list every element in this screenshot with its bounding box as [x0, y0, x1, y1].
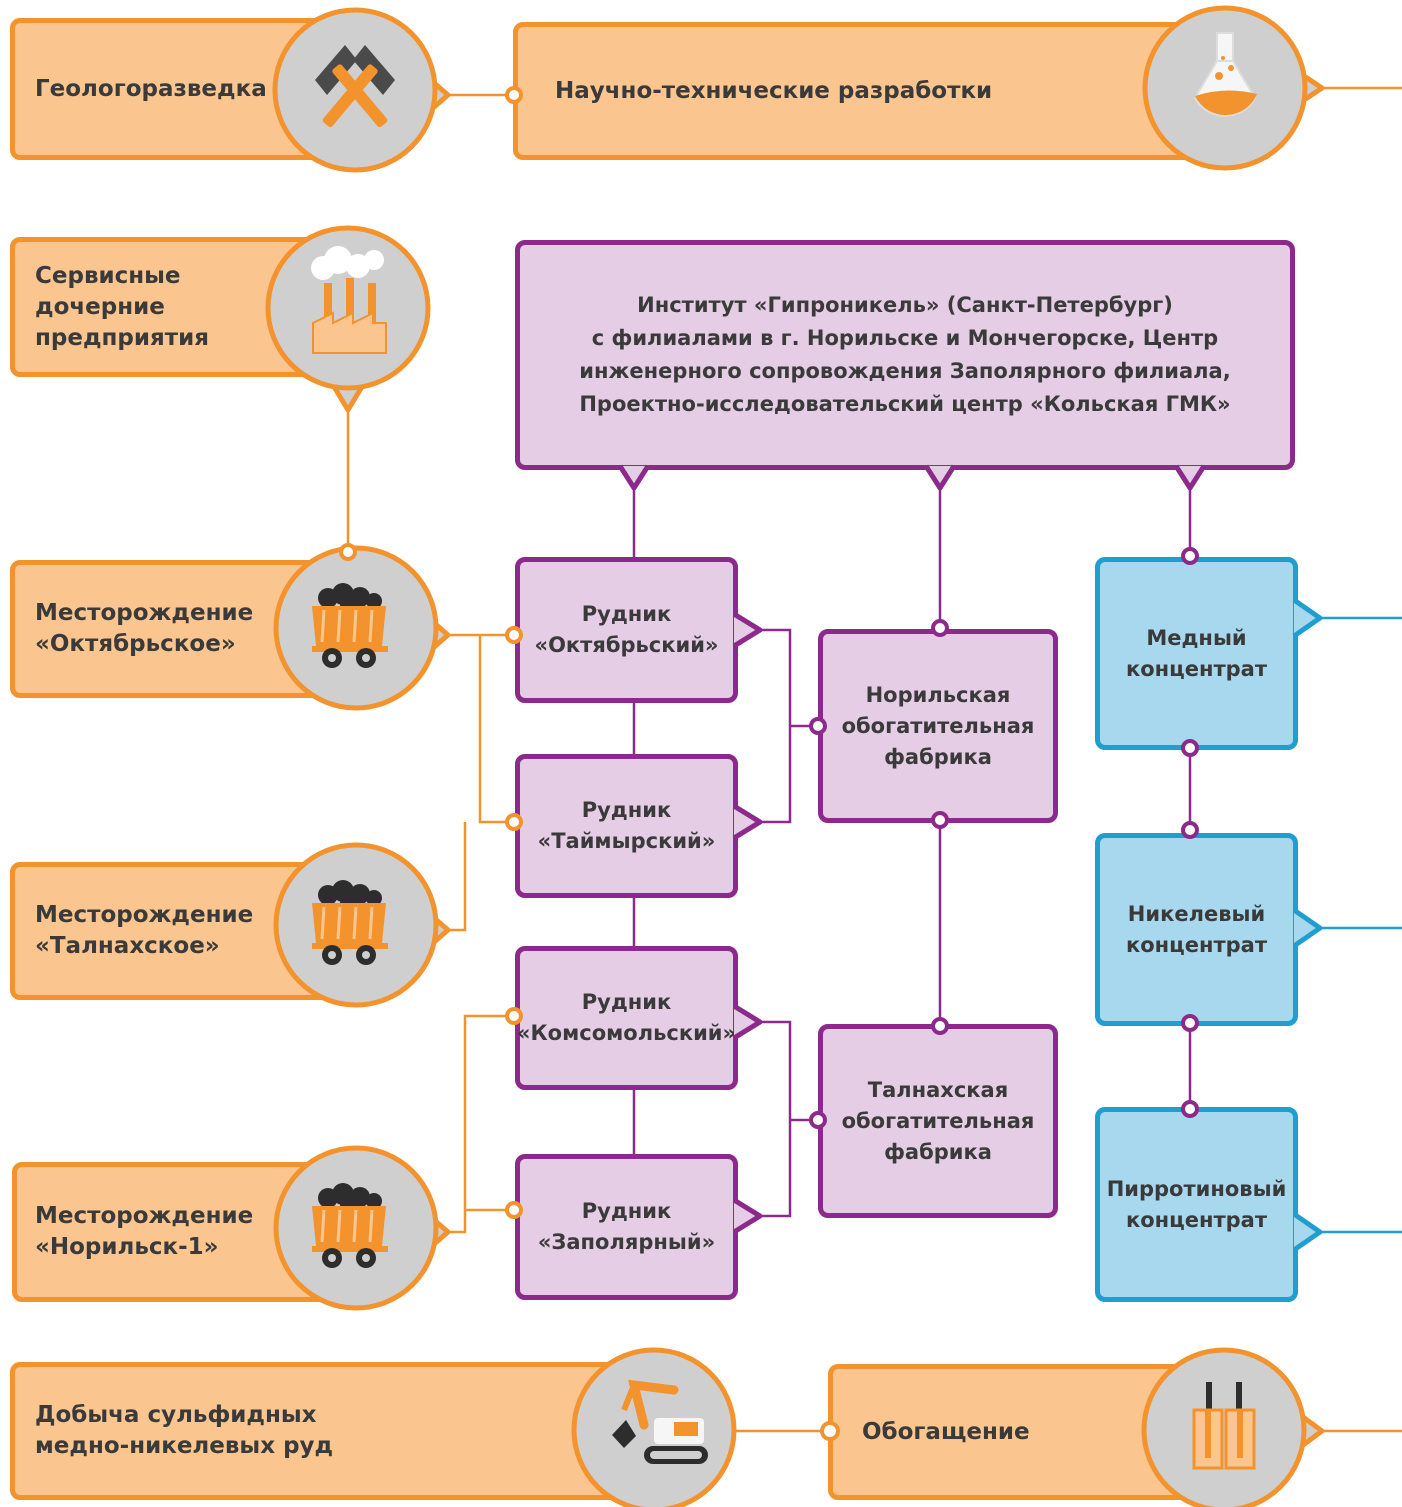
- mine-label-taimyrsky: Рудник «Таймырский»: [537, 798, 716, 853]
- concentrate-box-copper: [1095, 557, 1298, 750]
- deposit-label-oktyabrskoe: Месторождение «Октябрьское»: [35, 600, 254, 657]
- concentrate-label-copper: Медный концентрат: [1125, 625, 1268, 681]
- beneficiation-label: Обогащение: [862, 1418, 1030, 1445]
- plant-box-talnakh: [818, 1024, 1058, 1218]
- concentrate-box-pyrrhotite: [1095, 1107, 1298, 1302]
- mine-label-zapolyarny: Рудник «Заполярный»: [537, 1199, 716, 1254]
- mine-label-oktyabrsky: Рудник «Октябрьский»: [534, 602, 719, 657]
- ore-cart-icon: [312, 583, 388, 668]
- mine-pointer-zapolyarny: [732, 1197, 763, 1235]
- mine-label-komsomolsky: Рудник «Комсомольский»: [516, 990, 737, 1045]
- mine-pointer-oktyabrsky: [732, 611, 763, 649]
- plant-label-norilsk: Норильская обогатительная фабрика: [841, 682, 1035, 769]
- mining-label: Добыча сульфидных медно-никелевых руд: [35, 1402, 334, 1459]
- institute-pointer-left: [617, 464, 651, 491]
- mine-pointer-komsomolsky: [732, 1003, 763, 1041]
- institute-label: Институт «Гипроникель» (Санкт-Петербург)…: [579, 293, 1231, 416]
- hammers-icon: [315, 45, 395, 128]
- institute-box: [515, 240, 1295, 470]
- rnd-label: Научно-технические разработки: [555, 77, 993, 104]
- institute-pointer-right: [1173, 464, 1207, 491]
- institute-pointer-middle: [923, 464, 957, 491]
- mining-box: [10, 1362, 650, 1500]
- ore-cart-icon: [312, 880, 388, 965]
- exploration-label: Геологоразведка: [35, 75, 267, 102]
- concentrate-label-nickel: Никелевый концентрат: [1125, 901, 1268, 957]
- icon-bubble-beneficiation: [1141, 1347, 1325, 1507]
- excavator-icon: [612, 1379, 708, 1464]
- ore-cart-icon: [312, 1183, 388, 1268]
- deposit-label-talnakhskoe: Месторождение «Талнахское»: [35, 902, 254, 959]
- service-label: Сервисные дочерние предприятия: [35, 262, 209, 351]
- factory-icon: [311, 246, 387, 354]
- mine-box-oktyabrsky: [515, 557, 738, 703]
- flask-icon: [1193, 32, 1257, 117]
- deposit-label-norilsk1: Месторождение «Норильск-1»: [35, 1203, 254, 1260]
- plant-label-talnakh: Талнахская обогатительная фабрика: [841, 1077, 1035, 1164]
- concentrate-label-pyrrhotite: Пирротиновый концентрат: [1106, 1176, 1287, 1232]
- mine-pointer-taimyrsky: [732, 803, 763, 841]
- flotation-cell-icon: [1192, 1382, 1256, 1470]
- mine-box-komsomolsky: [515, 946, 738, 1090]
